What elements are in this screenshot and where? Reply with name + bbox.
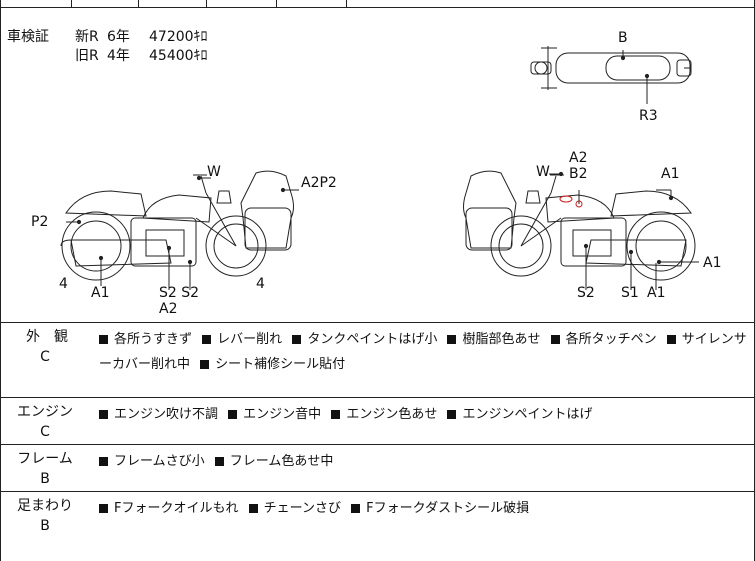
section-grade: C (40, 424, 50, 440)
header-divider (346, 0, 347, 8)
label-right-s1: S1 (621, 285, 639, 301)
label-left-a2: A2 (159, 301, 178, 317)
section-engine: エンジン C エンジン吹け不調 エンジン音中 エンジン色あせ エンジンペイントは… (1, 398, 755, 445)
shaken-row-new: 新R 6年 47200ｷﾛ (75, 28, 208, 47)
item-bullet (351, 503, 361, 513)
condition-item: シート補修シール貼付 (215, 357, 346, 372)
section-suspension: 足まわり B Fフォークオイルもれ チェーンさび Fフォークダストシール破損 (1, 492, 755, 561)
label-right-w: W (536, 164, 550, 180)
motorcycle-right-view (463, 170, 699, 290)
label-left-s2s2: S2 S2 (159, 285, 200, 301)
shaken-row-old: 旧R 4年 45400ｷﾛ (75, 47, 208, 66)
shaken-years: 4年 (107, 48, 130, 64)
item-bullet (99, 334, 108, 344)
header-divider (276, 0, 277, 8)
label-top-r3: R3 (639, 108, 658, 124)
item-bullet (248, 503, 258, 513)
item-bullet (99, 409, 108, 419)
section-items: 各所うすきず レバー削れ タンクペイントはげ小 樹脂部色あせ 各所タッチペン サ… (99, 327, 749, 377)
header-strip (1, 0, 755, 8)
label-right-a1-top: A1 (661, 166, 680, 182)
condition-item: Fフォークダストシール破損 (366, 501, 530, 516)
header-divider (138, 0, 139, 8)
item-bullet (550, 334, 560, 344)
section-grade: B (40, 518, 50, 534)
section-grade: B (40, 471, 50, 487)
condition-item: エンジン吹け不調 (114, 407, 219, 422)
condition-item: エンジンペイントはげ (462, 407, 593, 422)
label-right-a2: A2 (569, 150, 588, 166)
section-items: Fフォークオイルもれ チェーンさび Fフォークダストシール破損 (99, 496, 749, 521)
label-top-b: B (618, 30, 628, 46)
item-bullet (228, 409, 238, 419)
shaken-kind: 旧R (75, 48, 99, 64)
label-left-p2: P2 (31, 214, 49, 230)
condition-item: 各所うすきず (114, 332, 193, 347)
motorcycle-top-view (530, 46, 692, 104)
label-right-b2: B2 (569, 166, 588, 182)
motorcycle-left-view (60, 170, 299, 290)
item-bullet (200, 359, 210, 369)
shaken-kind: 新R (75, 29, 99, 45)
section-items: エンジン吹け不調 エンジン音中 エンジン色あせ エンジンペイントはげ (99, 402, 749, 427)
section-items: フレームさび小 フレーム色あせ中 (99, 449, 749, 474)
section-category: 足まわり (17, 498, 73, 514)
shaken-label: 車検証 (7, 29, 49, 45)
item-bullet (666, 334, 676, 344)
item-bullet (331, 409, 341, 419)
label-left-w: W (207, 164, 221, 180)
condition-item: フレームさび小 (114, 454, 205, 469)
label-right-s2: S2 (577, 285, 595, 301)
shaken-price: 47200ｷﾛ (149, 29, 208, 45)
section-category: 外 観 (26, 329, 68, 345)
section-category: フレーム (17, 451, 73, 467)
condition-item: チェーンさび (263, 501, 341, 516)
section-grade: C (40, 349, 50, 365)
header-divider (206, 0, 207, 8)
label-left-4b: 4 (256, 276, 265, 292)
motorcycle-diagrams (60, 46, 699, 290)
item-bullet (99, 456, 108, 466)
section-exterior: 外 観 C 各所うすきず レバー削れ タンクペイントはげ小 樹脂部色あせ 各所タ… (1, 323, 755, 398)
item-bullet (202, 334, 212, 344)
item-bullet (447, 334, 457, 344)
shaken-price: 45400ｷﾛ (149, 48, 208, 64)
label-left-a2p2: A2P2 (301, 175, 337, 191)
condition-item: フレーム色あせ中 (229, 454, 334, 469)
condition-item: タンクペイントはげ小 (307, 332, 438, 347)
label-right-a1-bottom: A1 (647, 285, 666, 301)
condition-item: エンジン音中 (243, 407, 322, 422)
section-frame: フレーム B フレームさび小 フレーム色あせ中 (1, 445, 755, 492)
label-right-a1-side: A1 (703, 255, 722, 271)
item-bullet (214, 456, 224, 466)
label-left-4a: 4 (59, 276, 68, 292)
damage-diagram-area: 車検証 新R 6年 47200ｷﾛ 旧R 4年 45400ｷﾛ (1, 8, 755, 323)
item-bullet (292, 334, 302, 344)
section-category: エンジン (17, 404, 73, 420)
condition-item: 樹脂部色あせ (462, 332, 541, 347)
condition-item: 各所タッチペン (565, 332, 657, 347)
item-bullet (99, 503, 108, 513)
item-bullet (447, 409, 457, 419)
condition-item: エンジン色あせ (346, 407, 438, 422)
header-divider (71, 0, 72, 8)
condition-item: レバー削れ (217, 332, 283, 347)
shaken-years: 6年 (107, 29, 130, 45)
label-left-a1: A1 (91, 285, 110, 301)
condition-item: Fフォークオイルもれ (114, 501, 239, 516)
condition-item: サイレンサーカバー削れ中 (99, 332, 747, 372)
